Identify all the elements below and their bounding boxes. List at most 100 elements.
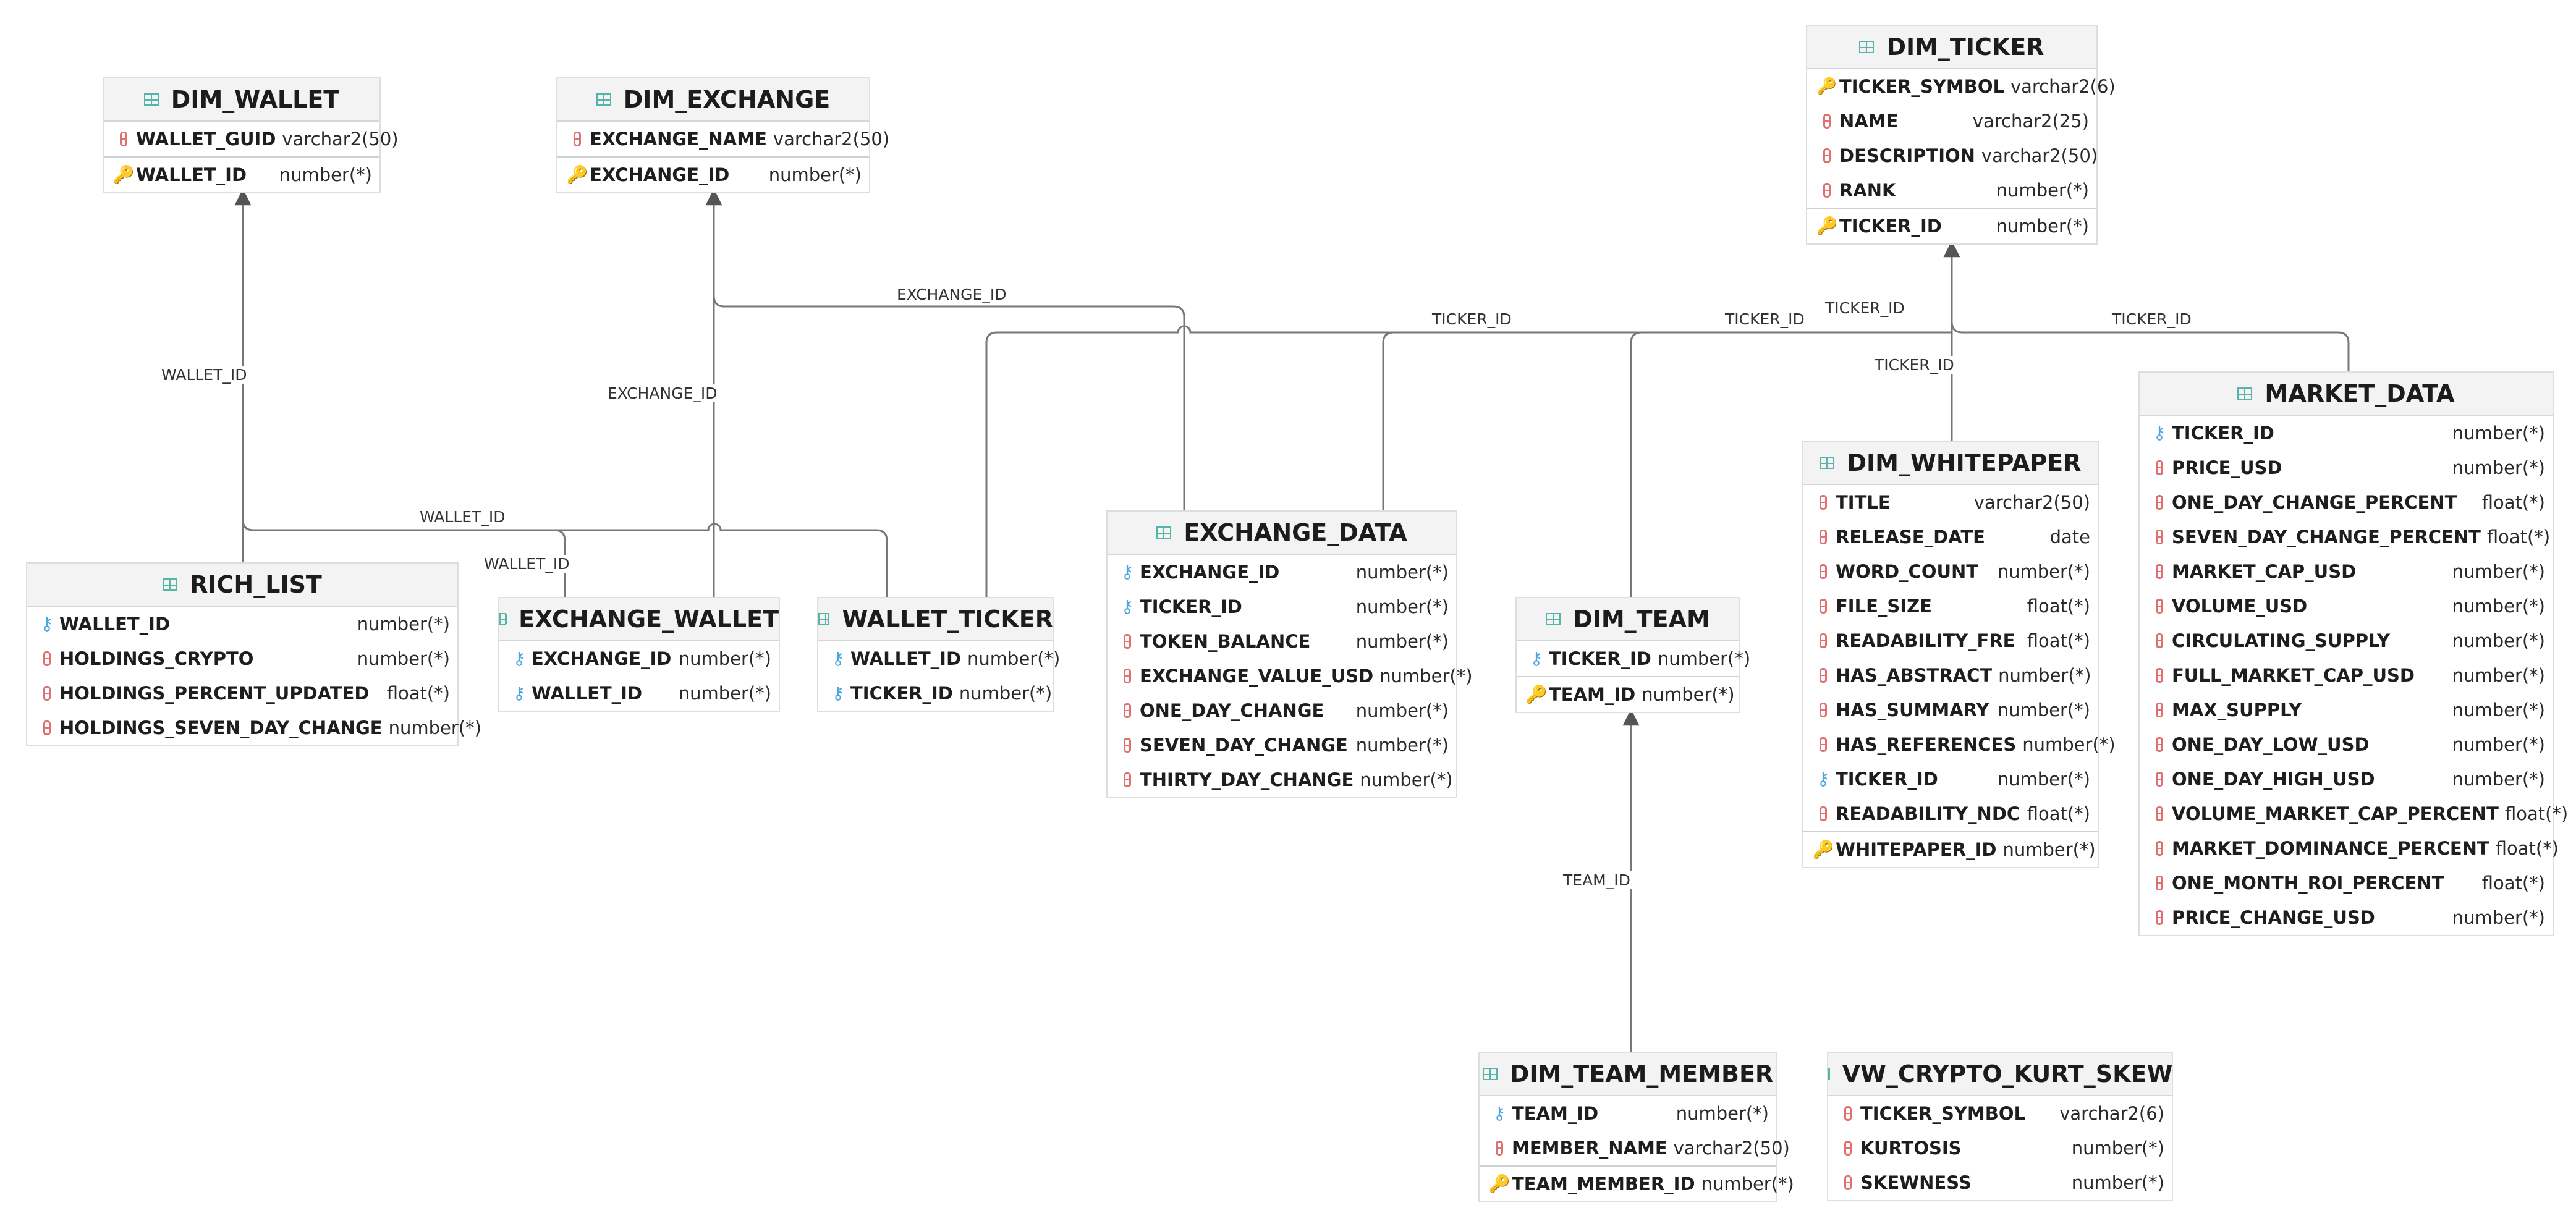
entity-header[interactable]: EXCHANGE_WALLET	[499, 598, 779, 641]
entity-header[interactable]: MARKET_DATA	[2140, 373, 2553, 416]
table-icon	[163, 578, 178, 591]
column-icon	[2156, 668, 2163, 683]
entity-header[interactable]: VW_CRYPTO_KURT_SKEW	[1827, 1053, 2172, 1096]
column-icon	[1823, 114, 1831, 129]
column-icon	[120, 132, 127, 146]
entity-header[interactable]: DIM_WALLET	[104, 78, 379, 122]
entity-name: MARKET_DATA	[2265, 380, 2455, 407]
entity-header[interactable]: RICH_LIST	[27, 564, 457, 607]
column-icon	[1844, 1141, 1852, 1156]
column-type: varchar2(50)	[282, 129, 399, 150]
column-icon	[43, 651, 51, 666]
label-ticker-id: TICKER_ID	[1430, 310, 1514, 328]
column-icon	[1820, 633, 1827, 648]
entity-header[interactable]: DIM_TICKER	[1807, 26, 2096, 69]
column-name: MARKET_DOMINANCE_PERCENT	[2172, 838, 2489, 859]
link-market-data-ticker	[1951, 321, 2350, 373]
entity-header[interactable]: DIM_WHITEPAPER	[1803, 442, 2098, 485]
entity-header[interactable]: EXCHANGE_DATA	[1108, 512, 1456, 555]
column-icon	[1820, 668, 1827, 683]
column-icon	[1820, 703, 1827, 717]
entity-header[interactable]: WALLET_TICKER	[818, 598, 1053, 641]
entity-header[interactable]: DIM_TEAM_MEMBER	[1480, 1053, 1776, 1096]
column-name: SKEWNESS	[1860, 1172, 1972, 1193]
entity-header[interactable]: DIM_EXCHANGE	[557, 78, 869, 122]
label-ticker-id: TICKER_ID	[1823, 299, 1907, 317]
column-type: float(*)	[2504, 803, 2569, 824]
entity-header[interactable]: DIM_TEAM	[1517, 598, 1739, 641]
